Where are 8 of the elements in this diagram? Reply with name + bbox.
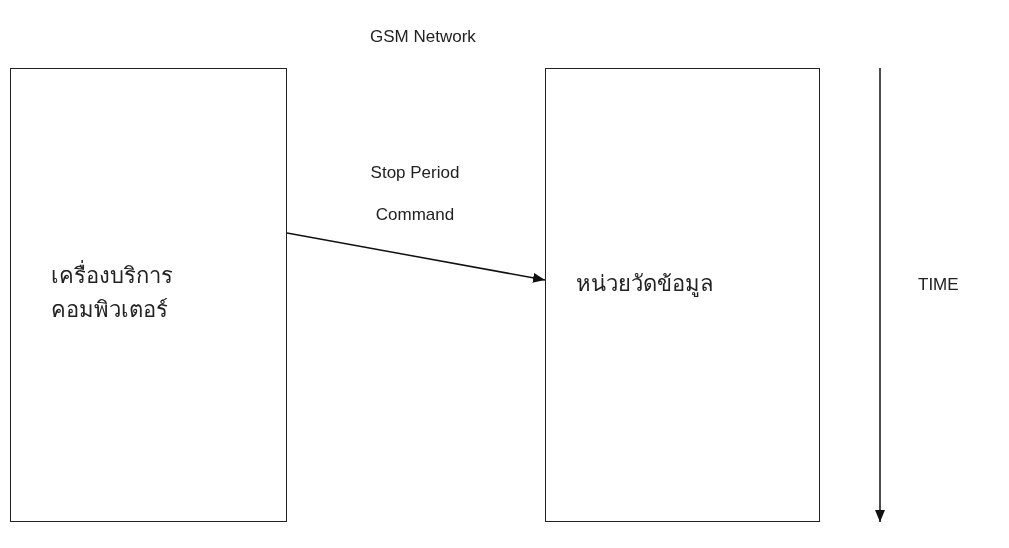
process-box	[545, 68, 820, 522]
process-box	[10, 68, 287, 522]
edge-label: Stop Period Command	[369, 162, 461, 226]
axis-label: TIME	[918, 274, 959, 296]
box-label: หน่วยวัดข้อมูล	[576, 270, 714, 299]
arrow	[286, 232, 546, 283]
diagram-title: GSM Network	[370, 26, 476, 48]
box-label: เครื่องบริการคอมพิวเตอร์	[51, 259, 201, 327]
